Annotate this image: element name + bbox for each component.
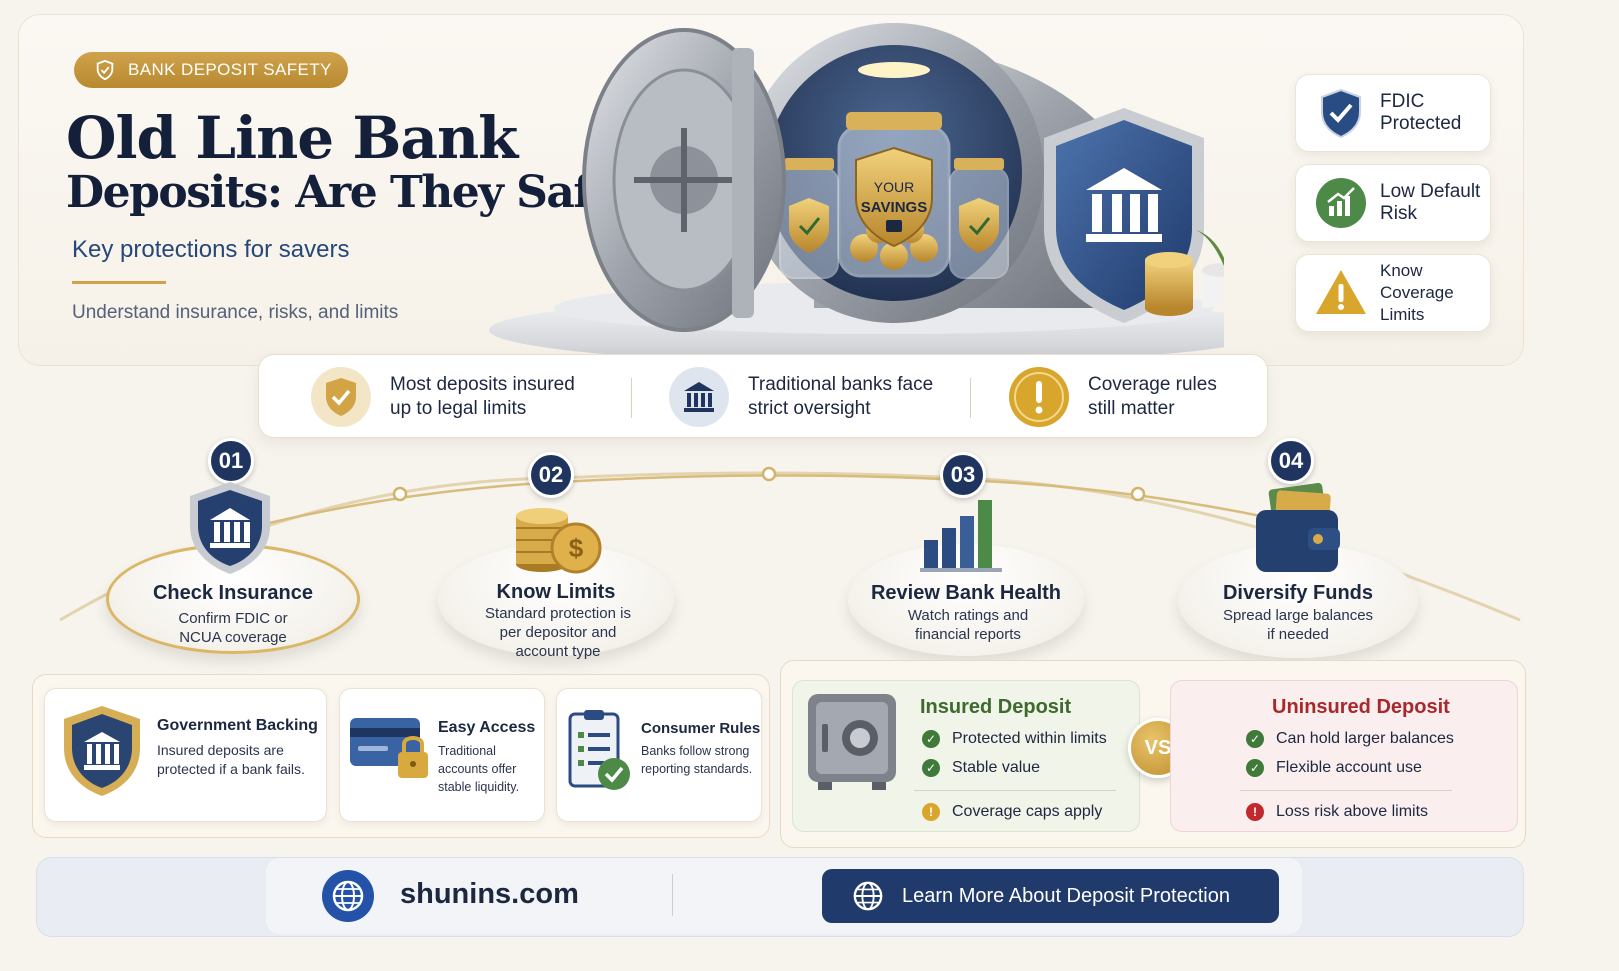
step-number: 04 bbox=[1268, 438, 1314, 484]
highlight-label: Traditional banks face strict oversight bbox=[748, 374, 934, 419]
shield-check-icon bbox=[96, 59, 114, 81]
feature-label: Know Coverage Limits bbox=[1380, 261, 1454, 324]
feature-card-default-risk: Low Default Risk bbox=[1295, 164, 1491, 242]
benefit-title: Consumer Rules bbox=[641, 720, 761, 737]
highlight-label: Most deposits insured up to legal limits bbox=[390, 374, 575, 419]
feature-card-coverage: Know Coverage Limits bbox=[1295, 254, 1491, 332]
divider bbox=[672, 874, 673, 916]
benefit-desc: Banks follow strong reporting standards. bbox=[641, 744, 753, 776]
divider bbox=[631, 378, 632, 418]
insured-pro: ✓ Stable value bbox=[922, 759, 1040, 777]
vault-illustration: YOUR SAVINGS bbox=[489, 23, 1224, 364]
step-desc: Watch ratings and financial reports bbox=[907, 607, 1029, 643]
learn-more-button[interactable]: Learn More About Deposit Protection bbox=[822, 869, 1279, 923]
globe-icon bbox=[853, 881, 883, 911]
uninsured-note: ! Loss risk above limits bbox=[1246, 803, 1428, 821]
highlight-item: Most deposits insured up to legal limits bbox=[310, 366, 590, 428]
category-badge: BANK DEPOSIT SAFETY bbox=[74, 52, 348, 88]
steps-path bbox=[59, 466, 1521, 622]
benefit-title: Government Backing bbox=[157, 717, 318, 734]
cta-label: Learn More About Deposit Protection bbox=[902, 884, 1230, 907]
page-tagline: Understand insurance, risks, and limits bbox=[72, 302, 399, 323]
shield-check-icon bbox=[311, 367, 371, 427]
highlight-item: Traditional banks face strict oversight bbox=[668, 366, 938, 428]
warning-icon bbox=[1316, 270, 1366, 314]
step-desc: Confirm FDIC or NCUA coverage bbox=[178, 610, 288, 646]
wallet-icon bbox=[1256, 482, 1340, 572]
step-title: Review Bank Health bbox=[870, 582, 1062, 604]
page-title-line2: Deposits: Are They Safe? bbox=[66, 167, 643, 218]
insured-pro: ✓ Protected within limits bbox=[922, 730, 1107, 748]
bank-shield-icon bbox=[190, 482, 270, 574]
website-link[interactable]: shunins.com bbox=[400, 878, 579, 910]
uninsured-pro: ✓ Can hold larger balances bbox=[1246, 730, 1454, 748]
page-subtitle: Key protections for savers bbox=[72, 236, 350, 263]
highlight-label: Coverage rules still matter bbox=[1088, 374, 1217, 419]
step-title: Diversify Funds bbox=[1222, 582, 1374, 604]
uninsured-title: Uninsured Deposit bbox=[1272, 696, 1450, 718]
divider bbox=[1240, 790, 1452, 791]
step-number: 02 bbox=[528, 452, 574, 498]
insured-note: ! Coverage caps apply bbox=[922, 803, 1102, 821]
highlight-item: Coverage rules still matter bbox=[1008, 366, 1228, 428]
check-icon: ✓ bbox=[1246, 759, 1264, 777]
divider bbox=[970, 378, 971, 418]
shield-check-icon bbox=[1321, 88, 1361, 139]
coins-icon: $ bbox=[516, 508, 602, 574]
insured-title: Insured Deposit bbox=[920, 696, 1072, 718]
feature-label: FDIC Protected bbox=[1380, 91, 1462, 134]
badge-label: BANK DEPOSIT SAFETY bbox=[128, 60, 332, 79]
benefit-desc: Traditional accounts offer stable liquid… bbox=[438, 744, 520, 794]
step-number: 03 bbox=[940, 452, 986, 498]
exclamation-icon: ! bbox=[922, 803, 940, 821]
uninsured-pro: ✓ Flexible account use bbox=[1246, 759, 1422, 777]
step-title: Check Insurance bbox=[152, 582, 314, 604]
bar-chart-icon bbox=[920, 500, 1002, 572]
checklist-icon bbox=[568, 710, 630, 790]
check-icon: ✓ bbox=[1246, 730, 1264, 748]
globe-icon bbox=[322, 870, 374, 922]
exclamation-icon bbox=[1009, 367, 1069, 427]
step-number: 01 bbox=[208, 438, 254, 484]
benefit-desc: Insured deposits are protected if a bank… bbox=[157, 742, 305, 777]
check-icon: ✓ bbox=[922, 759, 940, 777]
highlight-strip bbox=[258, 354, 1268, 438]
bank-shield-icon bbox=[64, 706, 140, 796]
step-title: Know Limits bbox=[496, 581, 616, 603]
svg-text:$: $ bbox=[569, 533, 584, 563]
safe-icon bbox=[808, 694, 896, 790]
divider bbox=[914, 790, 1116, 791]
page-title: Old Line Bank bbox=[66, 104, 518, 172]
divider bbox=[72, 281, 166, 284]
step-desc: Standard protection is per depositor and… bbox=[485, 605, 631, 660]
svg-text:SAVINGS: SAVINGS bbox=[861, 199, 927, 216]
check-icon: ✓ bbox=[922, 730, 940, 748]
card-lock-icon bbox=[350, 718, 428, 778]
growth-chart-icon bbox=[1316, 178, 1366, 228]
bank-icon bbox=[669, 367, 729, 427]
benefit-title: Easy Access bbox=[438, 719, 536, 736]
svg-text:YOUR: YOUR bbox=[874, 179, 914, 195]
uninsured-deposit-card bbox=[1170, 680, 1518, 832]
feature-label: Low Default Risk bbox=[1380, 181, 1481, 224]
feature-card-fdic: FDIC Protected bbox=[1295, 74, 1491, 152]
step-desc: Spread large balances if needed bbox=[1222, 607, 1374, 643]
exclamation-icon: ! bbox=[1246, 803, 1264, 821]
savings-jar-icon: YOUR SAVINGS bbox=[837, 112, 951, 278]
